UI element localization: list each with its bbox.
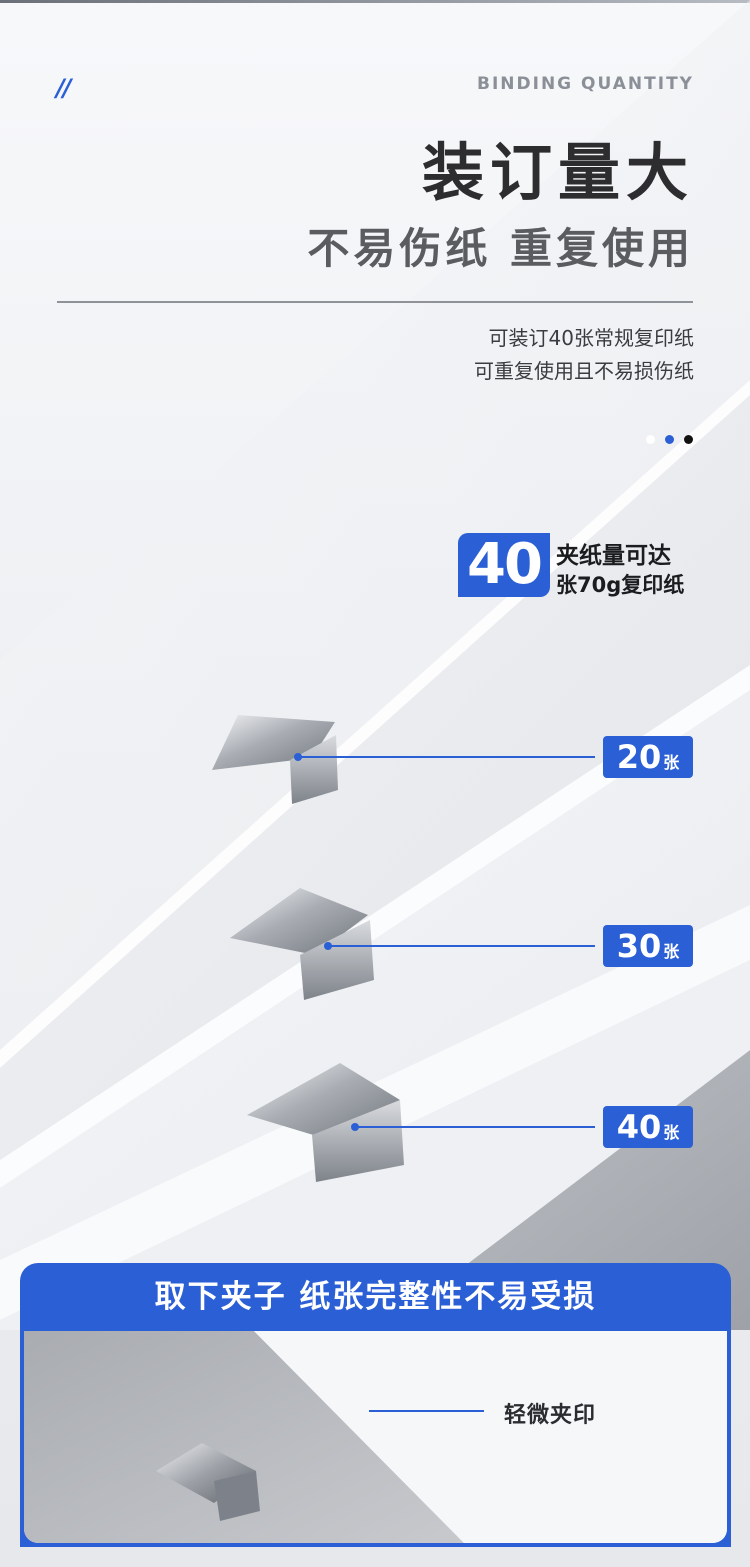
panel-photo: 轻微夹印 (24, 1331, 727, 1543)
badge-unit: 张 (663, 753, 680, 772)
callout-dot-40 (351, 1123, 359, 1131)
sheet-top-40 (0, 690, 750, 1260)
panel-title: 取下夹子 纸张完整性不易受损 (20, 1263, 731, 1331)
badge-number: 20 (616, 738, 662, 776)
sheet-top-30 (0, 395, 750, 1160)
pager-dot-black (684, 435, 693, 444)
badge-unit: 张 (663, 942, 680, 961)
top-edge-bar (0, 0, 750, 3)
sheet-edge-30 (0, 665, 750, 1188)
badge-unit: 张 (663, 1123, 680, 1142)
header-divider (57, 301, 693, 303)
page-subtitle: 不易伤纸 重复使用 (307, 224, 694, 273)
pager-dot-blue (665, 435, 674, 444)
capacity-text-line-2: 张70g复印纸 (556, 573, 685, 597)
description-line-2: 可重复使用且不易损伤纸 (474, 359, 694, 383)
panel-label: 轻微夹印 (504, 1403, 597, 1428)
paper-clip-scene (0, 0, 750, 1330)
sheet-top-20 (0, 0, 750, 1050)
badge-number: 40 (616, 1108, 662, 1146)
page-title: 装订量大 (421, 136, 694, 209)
binder-clip-40 (247, 1063, 404, 1182)
panel-paper (254, 1331, 727, 1543)
decor-slashes: // (56, 74, 71, 102)
sheet-edge-20 (0, 380, 750, 1068)
panel-frame: 轻微夹印 (20, 1331, 731, 1547)
panel-gray-surface (24, 1331, 464, 1543)
removed-clip (156, 1443, 260, 1521)
capacity-number-badge: 40 (458, 533, 550, 597)
pager-dot-white (646, 435, 655, 444)
callout-dot-30 (324, 942, 332, 950)
english-heading: BINDING QUANTITY (477, 74, 694, 94)
panel-scene (24, 1331, 727, 1543)
description-line-1: 可装订40张常规复印纸 (488, 326, 694, 350)
badge-number: 30 (616, 927, 662, 965)
binder-clip-30 (230, 888, 374, 1000)
callout-dot-20 (294, 753, 302, 761)
capacity-text-line-1: 夹纸量可达 (556, 543, 671, 569)
